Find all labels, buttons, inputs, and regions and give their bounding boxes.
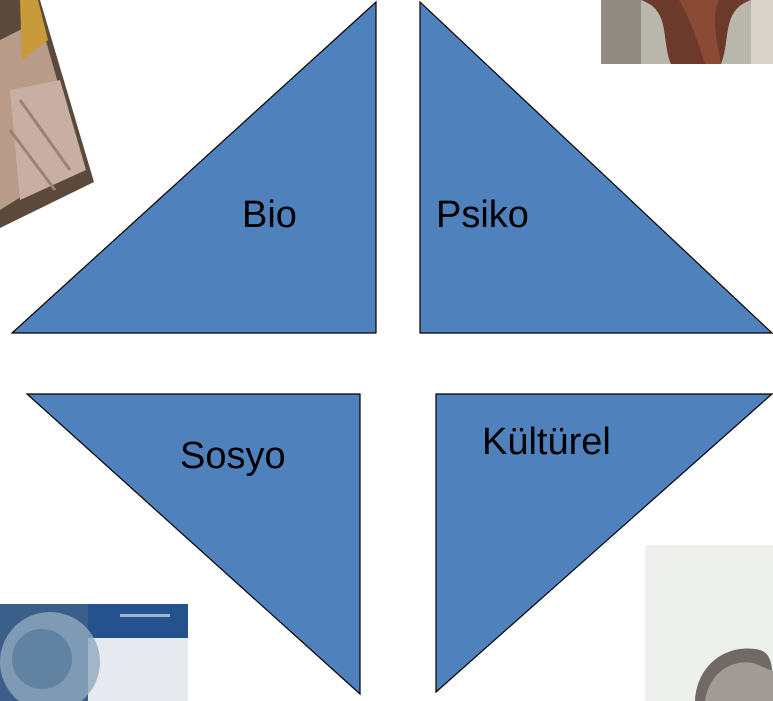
photo-bottom-right: [645, 545, 773, 701]
segment-bio: [10, 0, 377, 334]
photo-bottom-left: [0, 604, 188, 701]
label-kulturel: Kültürel: [482, 421, 611, 463]
label-bio: Bio: [242, 194, 297, 236]
photo-top-left: [0, 0, 94, 228]
segment-kulturel: [435, 393, 773, 694]
segment-sosyo: [25, 393, 361, 696]
photo-top-right: [601, 0, 773, 64]
label-sosyo: Sosyo: [180, 435, 286, 477]
segment-psiko: [419, 0, 773, 334]
label-psiko: Psiko: [436, 194, 529, 236]
